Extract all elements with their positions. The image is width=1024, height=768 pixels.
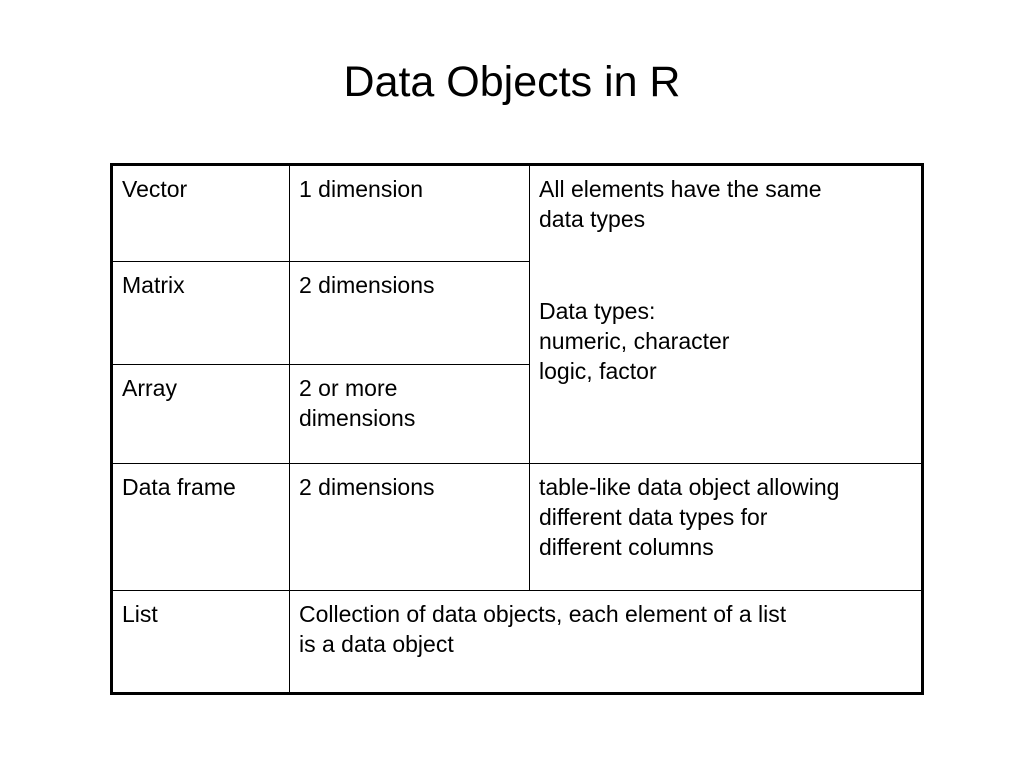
description-line-3: Data types: <box>539 298 656 324</box>
table-row: Matrix 2 dimensions <box>111 261 923 365</box>
data-objects-table: Vector 1 dimension All elements have the… <box>110 163 924 695</box>
description-line-2: different data types for <box>539 504 768 530</box>
description-spacer <box>539 234 912 296</box>
cell-object-name: Array <box>111 364 290 464</box>
table-row: List Collection of data objects, each el… <box>111 590 923 694</box>
description-line-3: different columns <box>539 534 714 560</box>
dimension-line-1: 2 or more <box>299 375 398 401</box>
description-line-5: logic, factor <box>539 358 657 384</box>
cell-object-name: List <box>111 590 290 694</box>
description-line-4: numeric, character <box>539 328 730 354</box>
cell-description-merged: Collection of data objects, each element… <box>289 590 923 694</box>
table-row: Vector 1 dimension All elements have the… <box>111 164 923 464</box>
dimension-line-2: dimensions <box>299 405 416 431</box>
cell-dimension: 2 or more dimensions <box>289 364 530 464</box>
description-line-1: All elements have the same <box>539 176 822 202</box>
cell-dimension: 1 dimension <box>289 164 530 262</box>
cell-dimension: 2 dimensions <box>289 463 530 591</box>
description-line-2: is a data object <box>299 631 454 657</box>
cell-description-merged: All elements have the same data types Da… <box>529 164 923 464</box>
description-line-2: data types <box>539 206 646 232</box>
table-row: Data frame 2 dimensions table-like data … <box>111 463 923 591</box>
cell-object-name: Data frame <box>111 463 290 591</box>
description-line-1: Collection of data objects, each element… <box>299 601 787 627</box>
description-line-1: table-like data object allowing <box>539 474 840 500</box>
cell-description: table-like data object allowing differen… <box>529 463 923 591</box>
page-title: Data Objects in R <box>343 58 681 106</box>
cell-object-name: Matrix <box>111 261 290 365</box>
cell-object-name: Vector <box>111 164 290 262</box>
cell-dimension: 2 dimensions <box>289 261 530 365</box>
